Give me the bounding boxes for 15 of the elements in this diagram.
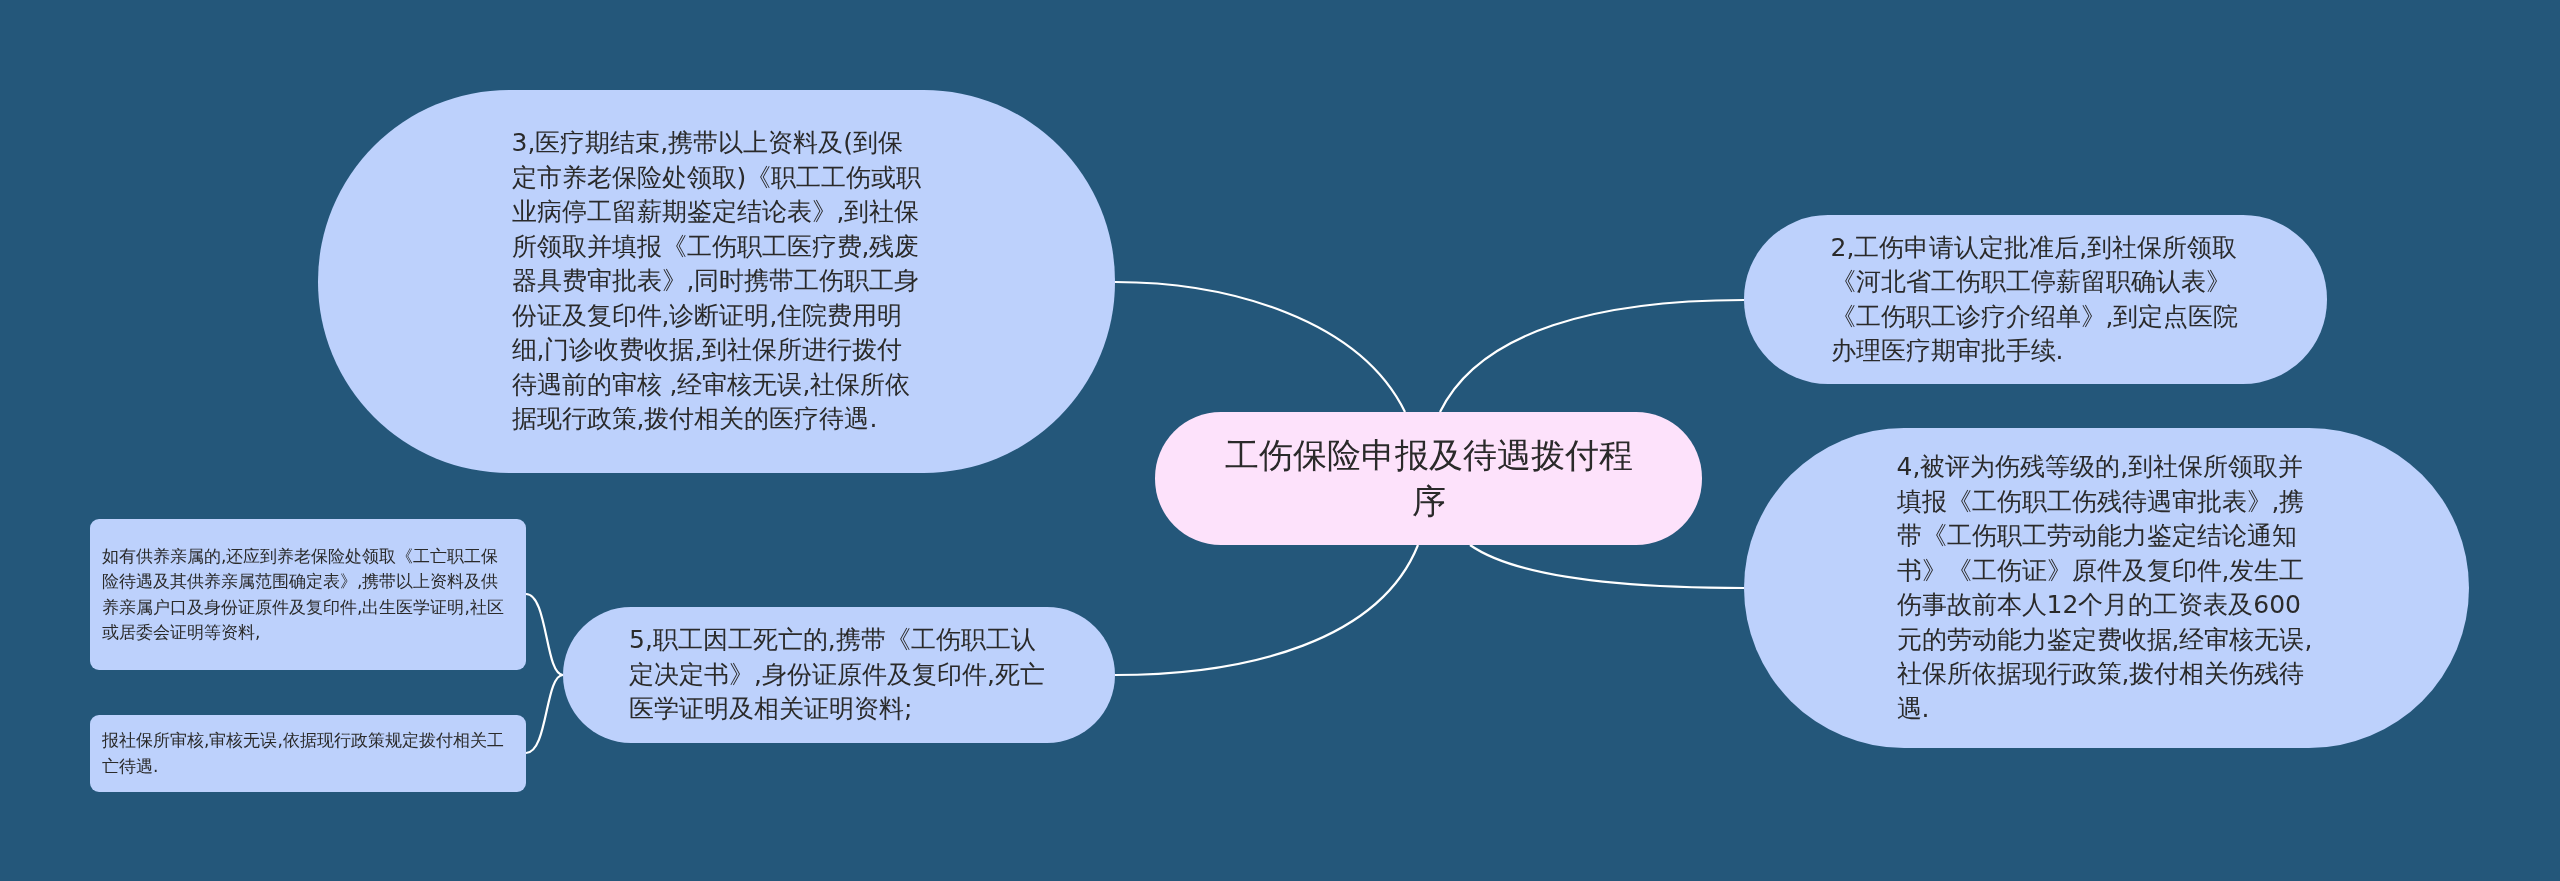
topic-text: 3,医疗期结束,携带以上资料及(到保定市养老保险处领取)《职工工伤或职业病停工留薪期鉴定结论表》,到社保所领取并填报《工伤职工医疗费,残废器具费审批表》,同时携带工伤职工身份证及复印件,诊断证明,住院费用明细,门诊收费收据,到社保所进行拨付待遇前的审核 ,经审核无误,社保所依据现行政策,拨付相关的医疗待遇. — [511, 127, 922, 436]
note-card — [90, 715, 526, 792]
topic-title: 工伤保险申报及待遇拨付程序 — [1223, 433, 1634, 523]
connector-line — [1469, 544, 1744, 590]
topic-text: 2,工伤申请认定批准后,到社保所领取《河北省工伤职工停薪留职确认表》《工伤职工诊疗介绍单》,到定点医院办理医疗期审批手续. — [1830, 231, 2240, 367]
connector-line — [525, 673, 564, 755]
topic-text: 报社保所审核,审核无误,依据现行政策规定拨付相关工亡待遇. — [102, 729, 505, 778]
connector-line — [1114, 544, 1419, 677]
topic-text: 4,被评为伤残等级的,到社保所领取并填报《工伤职工伤残待遇审批表》,携带《工伤职工劳动能力鉴定结论通知书》《工伤证》原件及复印件,发生工伤事故前本人12个月的工资表及600元的劳动能力鉴定费收据,经审核无误,社保所依据现行政策,拨付相关伤残待遇. — [1896, 451, 2314, 725]
topic-text: 如有供养亲属的,还应到养老保险处领取《工亡职工保险待遇及其供养亲属范围确定表》,携带以上资料及供养亲属户口及身份证原件及复印件,出生医学证明,社区或居委会证明等资料, — [102, 544, 505, 644]
connector-line — [1114, 280, 1406, 413]
note-card — [90, 519, 526, 670]
connector-line — [1439, 298, 1744, 413]
topic-text: 5,职工因工死亡的,携带《工伤职工认定决定书》,身份证原件及复印件,死亡医学证明及相关证明资料; — [629, 624, 1046, 726]
connector-line — [525, 592, 564, 677]
